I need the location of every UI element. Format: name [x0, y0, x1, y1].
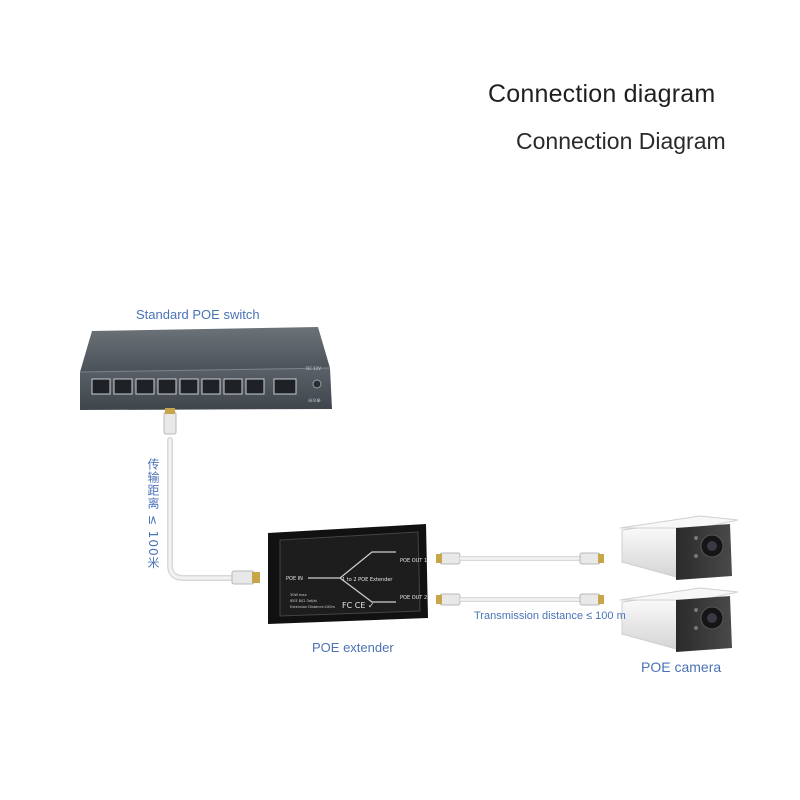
poe-camera-2 [619, 587, 739, 652]
extender-port-out1-label: POE OUT 1 [400, 558, 427, 564]
rj45-plug-extender-in [231, 570, 255, 585]
cable-switch-to-extender [163, 408, 260, 585]
extender-spec-2: IEEE 802.3af/at [290, 599, 317, 603]
extender-port-out2-label: POE OUT 2 [400, 595, 427, 601]
poe-extender: POE IN POE OUT 1 POE OUT 2 1 to 2 POE Ex… [268, 524, 428, 624]
rj45-plug-switch [163, 411, 177, 435]
svg-text:DC 12V: DC 12V [306, 366, 321, 371]
diagram-title: Connection diagram [488, 80, 716, 108]
poe-switch: DC 12V ⊖⊙⊕ [79, 327, 332, 410]
extender-port-in-label: POE IN [286, 576, 303, 582]
diagram-subtitle: Connection Diagram [516, 128, 726, 154]
extender-spec-1: 30W max [290, 593, 307, 597]
cable-extender-to-camera-2 [436, 593, 604, 606]
svg-text:⊖⊙⊕: ⊖⊙⊕ [308, 398, 321, 404]
cable-distance-label-right: Transmission distance ≤ 100 m [474, 610, 626, 622]
poe-camera-1 [619, 515, 739, 580]
cable-distance-label-left: 传输距离 ≤ 100米 [146, 458, 160, 570]
switch-label: Standard POE switch [136, 307, 260, 322]
cable-extender-to-camera-1 [436, 552, 604, 565]
switch-ports [91, 378, 297, 395]
extender-label: POE extender [312, 640, 394, 655]
extender-device-title: 1 to 2 POE Extender [342, 577, 393, 583]
extender-cert-marks: FC CE ✓ [342, 601, 375, 610]
extender-spec-3: Extension Distance:100m [290, 605, 335, 609]
power-jack [312, 379, 322, 389]
camera-label: POE camera [641, 659, 722, 675]
